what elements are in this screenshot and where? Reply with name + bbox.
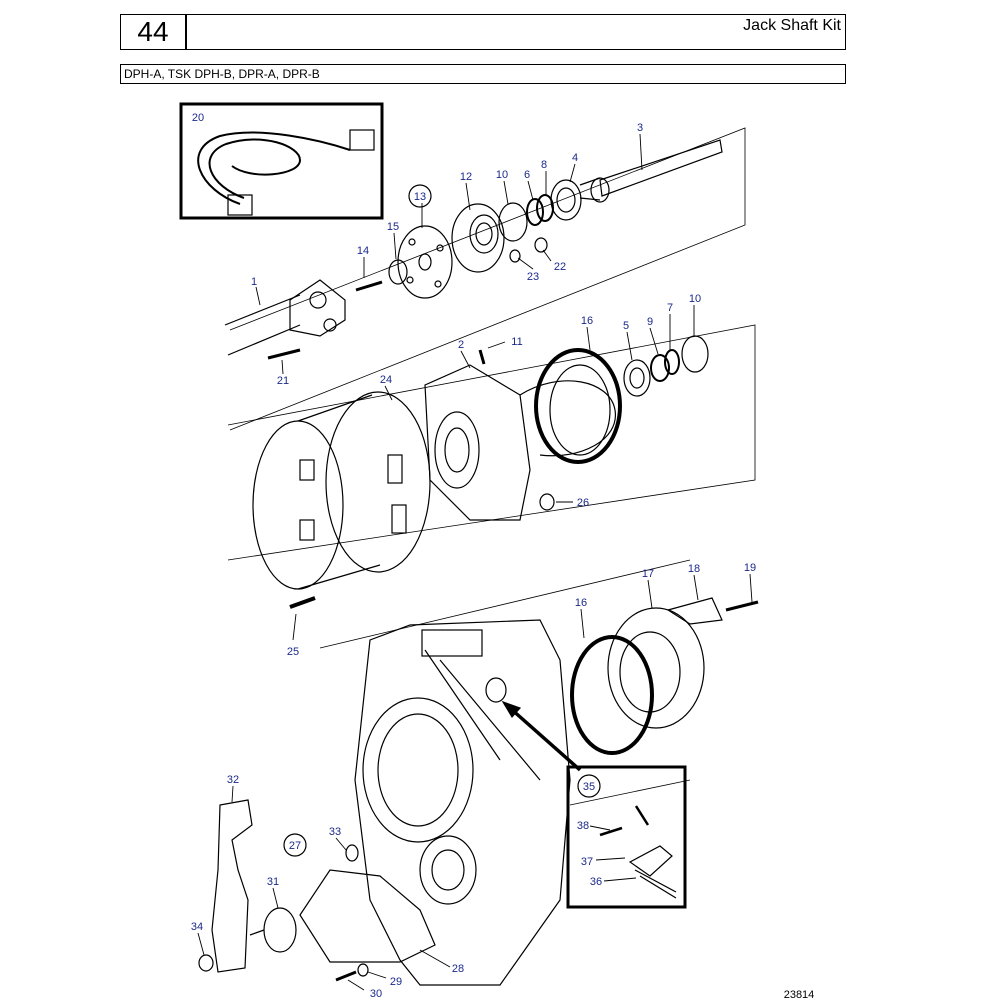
callout-ring-13 xyxy=(408,184,432,208)
upper-group-outline xyxy=(229,127,746,431)
wiring-harness xyxy=(197,129,375,216)
bearing-4-upper xyxy=(550,179,582,221)
bracket-18 xyxy=(666,597,723,625)
callout-15: 15 xyxy=(387,221,399,233)
middle-group-outline xyxy=(227,324,756,561)
arrow-head xyxy=(501,700,522,719)
plug-33 xyxy=(345,844,359,862)
callout-8: 8 xyxy=(541,159,547,171)
o-ring-16-upper xyxy=(534,348,622,464)
inset-harness-frame xyxy=(179,102,384,220)
callout-5-upper: 5 xyxy=(623,320,629,332)
callout-24: 24 xyxy=(380,374,392,386)
callout-13: 13 xyxy=(414,191,426,203)
mount-31 xyxy=(249,907,297,953)
callout-9: 9 xyxy=(647,316,653,328)
callout-32: 32 xyxy=(227,774,239,786)
ring-8 xyxy=(536,194,554,222)
housing-24 xyxy=(252,391,431,590)
callout-25: 25 xyxy=(287,646,299,658)
callout-31: 31 xyxy=(267,876,279,888)
callout-11: 11 xyxy=(511,336,522,348)
callout-10-lower: 10 xyxy=(689,293,701,305)
page-number: 44 xyxy=(120,14,186,50)
ring-6 xyxy=(526,198,544,226)
callout-30: 30 xyxy=(370,988,382,1000)
cover-28 xyxy=(299,869,436,963)
callout-3: 3 xyxy=(637,122,643,134)
screw-11 xyxy=(478,349,486,365)
callout-ring-27 xyxy=(283,833,307,857)
callout-16-lower: 16 xyxy=(575,597,587,609)
nut-22 xyxy=(534,237,548,253)
jack-shaft-3 xyxy=(579,139,723,203)
bell-housing-2 xyxy=(424,364,616,521)
callout-14: 14 xyxy=(357,245,369,257)
callout-33: 33 xyxy=(329,826,341,838)
o-ring-16-lower xyxy=(570,635,654,755)
drive-shaft xyxy=(224,279,346,356)
adapter-flange-17 xyxy=(607,607,705,729)
bolt-21 xyxy=(267,348,301,360)
plate-32 xyxy=(211,799,253,973)
callout-20: 20 xyxy=(192,112,204,124)
callout-10-upper: 10 xyxy=(496,169,508,181)
callout-4: 4 xyxy=(572,152,578,164)
bolt-25 xyxy=(289,596,316,609)
callout-16-upper: 16 xyxy=(581,315,593,327)
callout-17: 17 xyxy=(642,568,654,580)
detail-clamp xyxy=(599,805,677,899)
callout-1: 1 xyxy=(251,276,257,288)
callout-23: 23 xyxy=(527,271,539,283)
bearing-5 xyxy=(623,359,651,397)
detail-arrow xyxy=(508,706,582,772)
lower-group-outline xyxy=(319,559,691,806)
washer-23 xyxy=(509,249,521,263)
bolt-30 xyxy=(335,970,357,982)
transmission-housing xyxy=(354,619,571,986)
inset-detail-frame xyxy=(566,765,687,909)
callout-34: 34 xyxy=(191,921,203,933)
callout-22: 22 xyxy=(554,261,566,273)
callout-36: 36 xyxy=(590,876,602,888)
callout-7: 7 xyxy=(667,302,673,314)
callout-29: 29 xyxy=(390,976,402,988)
callout-21: 21 xyxy=(277,375,289,387)
callout-38: 38 xyxy=(577,820,589,832)
callout-35: 35 xyxy=(583,781,595,793)
callout-26: 26 xyxy=(577,497,589,509)
figure-id: 23814 xyxy=(784,989,815,1000)
flange-plate-13 xyxy=(397,225,453,299)
callout-12: 12 xyxy=(460,171,472,183)
model-list: DPH-A, TSK DPH-B, DPR-A, DPR-B xyxy=(120,64,846,84)
ring-9 xyxy=(650,354,670,382)
companion-flange-12 xyxy=(451,203,505,273)
callout-19: 19 xyxy=(744,562,756,574)
bolt-14 xyxy=(355,280,383,292)
callout-27: 27 xyxy=(289,840,301,852)
callout-6: 6 xyxy=(524,169,530,181)
ring-7 xyxy=(664,349,680,375)
nut-34 xyxy=(198,954,214,972)
bolt-19 xyxy=(725,600,759,612)
callout-37: 37 xyxy=(581,856,593,868)
seal-10-lower xyxy=(681,335,709,373)
callout-28: 28 xyxy=(452,963,464,975)
page-title: Jack Shaft Kit xyxy=(186,14,846,50)
callout-18: 18 xyxy=(688,563,700,575)
leader-lines xyxy=(197,133,753,991)
callout-2: 2 xyxy=(458,339,464,351)
nut-26 xyxy=(539,493,555,511)
seal-10-upper xyxy=(498,202,528,242)
washer-29 xyxy=(357,963,369,977)
callout-ring-35 xyxy=(577,774,601,798)
